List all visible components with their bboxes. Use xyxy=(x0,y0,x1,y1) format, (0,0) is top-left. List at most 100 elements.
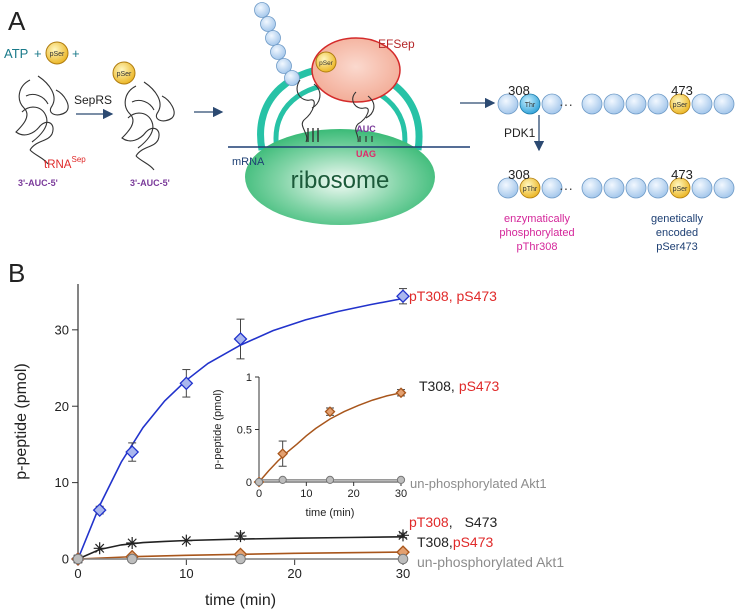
peptide-bead-5 xyxy=(284,70,300,86)
caption-genetic-line-3: pSer473 xyxy=(656,241,698,253)
main-x-tick-label-1: 10 xyxy=(179,566,193,581)
residue-308-label: pThr xyxy=(523,186,538,193)
inset-y-axis-label: p-peptide (pmol) xyxy=(212,389,224,469)
inset-x-tick-label-0: 0 xyxy=(256,488,262,500)
main-marker-0-4 xyxy=(233,332,248,346)
codon-uag: UAG xyxy=(356,149,376,159)
inset-x-tick-label-2: 20 xyxy=(348,488,360,500)
panel-b-label: B xyxy=(8,258,25,288)
residue-bead-0 xyxy=(497,177,519,199)
residue-bead-2 xyxy=(541,93,563,115)
charged-trna-structure xyxy=(121,81,175,171)
residue-308 xyxy=(519,93,541,115)
residue-308 xyxy=(519,177,541,199)
main-x-tick-label-2: 20 xyxy=(287,566,301,581)
main-marker-3-0 xyxy=(72,553,84,565)
anticodon-label-2: 3'-AUC-5' xyxy=(130,178,170,188)
peptide-bead-0 xyxy=(254,2,270,18)
residue-bead-4 xyxy=(603,177,625,199)
peptide-bead-2 xyxy=(265,30,281,46)
main-marker-3-3 xyxy=(397,553,409,565)
efsep-label: EFSep xyxy=(378,37,415,51)
plus-sign: + xyxy=(34,46,42,61)
inset-marker-1-0 xyxy=(254,477,264,487)
main-x-axis-label: time (min) xyxy=(205,592,276,609)
panel-a: A ATP + pSer + tRNASep 3'-AUC-5' SepRS xyxy=(4,2,735,253)
main-marker-1-4 xyxy=(234,530,247,543)
p-site-pairing xyxy=(307,128,319,142)
main-marker-3-2 xyxy=(235,553,246,565)
peptide-bead-1 xyxy=(260,16,276,32)
residue-bead-6 xyxy=(647,177,669,199)
anticodon-label-1: 3'-AUC-5' xyxy=(18,178,58,188)
label-unphos-main: un-phosphorylated Akt1 xyxy=(417,554,564,570)
main-y-tick-label-1: 10 xyxy=(55,475,69,490)
inset-series xyxy=(253,387,407,488)
plus-sign-2: + xyxy=(72,46,80,61)
inset-y-tick-label-1: 0.5 xyxy=(237,424,252,436)
residue-bead-5 xyxy=(625,177,647,199)
residue-bead-8 xyxy=(691,93,713,115)
inset-y-tick-label-0: 0 xyxy=(246,477,252,489)
inset-x-tick-label-1: 10 xyxy=(300,488,312,500)
ellipsis-bottom: ··· xyxy=(559,180,573,196)
ribosome-label: ribosome xyxy=(291,167,390,194)
inset-series-0 xyxy=(253,387,407,488)
main-y-tick-label-2: 20 xyxy=(55,399,69,414)
ribosome-complex: mRNA ribosome EFSep pSer xyxy=(228,2,470,225)
caption-enzymatic-line-3: pThr308 xyxy=(517,241,558,253)
inset-x-axis-label: time (min) xyxy=(306,507,355,519)
akt1-peptide-phosphorylated: pThr pSer xyxy=(497,177,735,199)
main-marker-1-5 xyxy=(397,529,409,542)
pser-bead-free: pSer xyxy=(45,41,69,65)
mrna-label: mRNA xyxy=(232,156,265,168)
pser-bead-label: pSer xyxy=(50,51,65,58)
a-site-pairing xyxy=(359,136,373,142)
main-marker-0-2 xyxy=(125,445,140,459)
charged-pser-bead: pSer xyxy=(112,61,136,85)
charged-pser-label: pSer xyxy=(117,71,132,78)
pos-308-top: 308 xyxy=(508,83,530,98)
efsep-factor xyxy=(311,37,401,103)
residue-bead-5 xyxy=(625,93,647,115)
inset-label-unphos: un-phosphorylated Akt1 xyxy=(410,476,547,491)
peptide-bead-3 xyxy=(270,44,286,60)
inset-marker-1-1 xyxy=(278,475,287,484)
inset-label-t308-ps473: T308,pS473 xyxy=(419,378,500,394)
inset-marker-0-2 xyxy=(324,406,336,418)
ribosome-trnas xyxy=(296,79,375,143)
anticodon-auc: AUC xyxy=(356,124,376,134)
residue-bead-2 xyxy=(541,177,563,199)
caption-enzymatic-line-2: phosphorylated xyxy=(499,227,574,239)
residue-473-label: pSer xyxy=(673,186,688,193)
main-x-tick-label-3: 30 xyxy=(396,566,410,581)
caption-enzymatic-line-1: enzymatically xyxy=(504,213,571,225)
atp-label: ATP xyxy=(4,46,28,61)
residue-473-label: pSer xyxy=(673,102,688,109)
pos-473-bottom: 473 xyxy=(671,167,693,182)
peptide-bead-4 xyxy=(276,58,292,74)
residue-bead-3 xyxy=(581,93,603,115)
trna-label: tRNASep xyxy=(44,155,86,171)
residue-473 xyxy=(669,177,691,199)
main-fit-line-0 xyxy=(77,297,404,560)
pdk1-label: PDK1 xyxy=(504,126,536,140)
ribosome-small-subunit xyxy=(245,129,435,225)
residue-bead-9 xyxy=(713,93,735,115)
main-marker-0-1 xyxy=(92,503,107,518)
main-marker-3-1 xyxy=(126,553,138,565)
main-x-tick-label-0: 0 xyxy=(74,566,81,581)
inset-marker-1-2 xyxy=(325,475,335,484)
main-series xyxy=(71,288,410,566)
main-marker-0-3 xyxy=(179,376,194,391)
inset-marker-1-3 xyxy=(396,475,406,484)
pos-308-bottom: 308 xyxy=(508,167,530,182)
residue-bead-9 xyxy=(713,177,735,199)
residue-bead-3 xyxy=(581,177,603,199)
seprs-label: SepRS xyxy=(74,93,112,107)
